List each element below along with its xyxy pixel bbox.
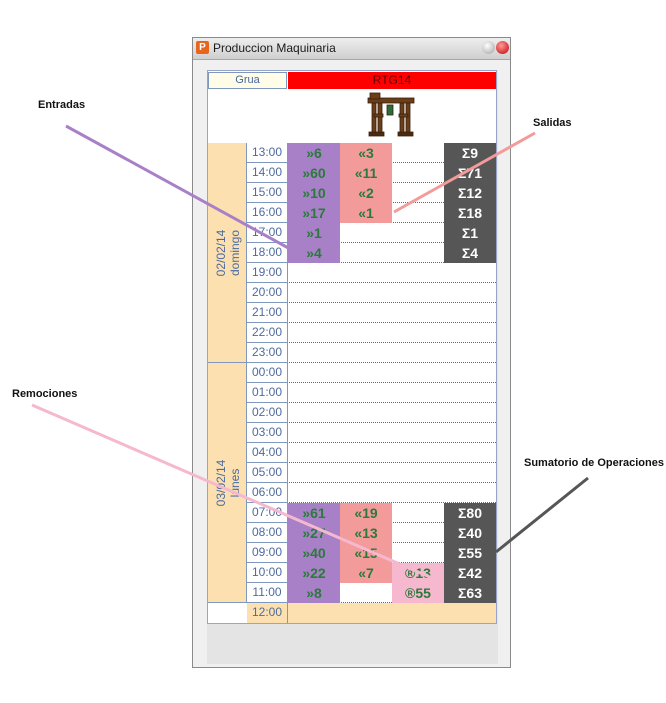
hour-label: 10:00: [247, 563, 288, 583]
salidas-cell[interactable]: «1: [340, 203, 392, 223]
row-separator: [289, 222, 496, 223]
close-button[interactable]: [496, 41, 509, 54]
hour-label: 15:00: [247, 183, 288, 203]
entradas-cell[interactable]: »1: [288, 223, 340, 243]
row-separator: [289, 262, 496, 263]
crane-icon: [367, 92, 415, 137]
salidas-cell[interactable]: «3: [340, 143, 392, 163]
callout-salidas: Salidas: [533, 117, 572, 129]
hour-label: 05:00: [247, 463, 288, 483]
row-separator: [289, 422, 496, 423]
hour-label: 06:00: [247, 483, 288, 503]
hour-label: 17:00: [247, 223, 288, 243]
bottom-strip: [288, 603, 496, 623]
entradas-cell[interactable]: »6: [288, 143, 340, 163]
entradas-cell[interactable]: »60: [288, 163, 340, 183]
hour-label: 01:00: [247, 383, 288, 403]
hour-label: 08:00: [247, 523, 288, 543]
salidas-cell[interactable]: «13: [340, 523, 392, 543]
row-separator: [289, 162, 496, 163]
row-separator: [289, 442, 496, 443]
sumatorio-cell[interactable]: Σ42: [444, 563, 496, 583]
hour-label: 12:00: [247, 603, 288, 623]
sumatorio-cell[interactable]: Σ9: [444, 143, 496, 163]
row-separator: [289, 242, 496, 243]
entradas-cell[interactable]: »22: [288, 563, 340, 583]
sumatorio-cell[interactable]: Σ18: [444, 203, 496, 223]
hour-label: 09:00: [247, 543, 288, 563]
entradas-cell[interactable]: »4: [288, 243, 340, 263]
row-separator: [289, 202, 496, 203]
callout-line-remociones: [31, 403, 433, 580]
callout-line-sumatorio: [495, 476, 589, 554]
row-separator: [289, 302, 496, 303]
row-separator: [289, 182, 496, 183]
title-bar[interactable]: P Produccion Maquinaria: [193, 38, 510, 60]
hour-label: 02:00: [247, 403, 288, 423]
grua-header: Grua: [208, 72, 287, 89]
sumatorio-cell[interactable]: Σ4: [444, 243, 496, 263]
sumatorio-cell[interactable]: Σ12: [444, 183, 496, 203]
salidas-cell[interactable]: «19: [340, 503, 392, 523]
minimize-button[interactable]: [482, 41, 495, 54]
callout-remociones: Remociones: [12, 388, 78, 400]
callout-line-salidas: [393, 131, 536, 214]
hour-label: 23:00: [247, 343, 288, 363]
hour-label: 16:00: [247, 203, 288, 223]
row-separator: [289, 402, 496, 403]
row-separator: [289, 522, 496, 523]
sumatorio-cell[interactable]: Σ80: [444, 503, 496, 523]
row-separator: [289, 282, 496, 283]
hour-label: 00:00: [247, 363, 288, 383]
hour-label: 22:00: [247, 323, 288, 343]
app-icon: P: [196, 41, 209, 54]
entradas-cell[interactable]: »27: [288, 523, 340, 543]
hour-label: 11:00: [247, 583, 288, 603]
hour-label: 13:00: [247, 143, 288, 163]
sumatorio-cell[interactable]: Σ63: [444, 583, 496, 603]
window-title: Produccion Maquinaria: [213, 41, 336, 55]
row-separator: [289, 542, 496, 543]
callout-line-entradas: [65, 124, 293, 252]
entradas-cell[interactable]: »8: [288, 583, 340, 603]
salidas-cell[interactable]: «11: [340, 163, 392, 183]
sumatorio-cell[interactable]: Σ55: [444, 543, 496, 563]
entradas-cell[interactable]: »40: [288, 543, 340, 563]
row-separator: [289, 462, 496, 463]
sumatorio-cell[interactable]: Σ40: [444, 523, 496, 543]
callout-entradas: Entradas: [38, 99, 86, 111]
hour-label: 20:00: [247, 283, 288, 303]
row-separator: [289, 502, 496, 503]
remociones-cell[interactable]: ®55: [392, 583, 444, 603]
salidas-cell[interactable]: «15: [340, 543, 392, 563]
row-separator: [289, 342, 496, 343]
entradas-cell[interactable]: »61: [288, 503, 340, 523]
machine-header[interactable]: RTG14: [288, 72, 496, 89]
hour-label: 04:00: [247, 443, 288, 463]
hour-label: 18:00: [247, 243, 288, 263]
entradas-cell[interactable]: »10: [288, 183, 340, 203]
hour-label: 19:00: [247, 263, 288, 283]
hour-label: 14:00: [247, 163, 288, 183]
salidas-cell[interactable]: «2: [340, 183, 392, 203]
salidas-cell[interactable]: «7: [340, 563, 392, 583]
hour-label: 21:00: [247, 303, 288, 323]
sumatorio-cell[interactable]: Σ1: [444, 223, 496, 243]
hour-label: 03:00: [247, 423, 288, 443]
entradas-cell[interactable]: »17: [288, 203, 340, 223]
row-separator: [289, 482, 496, 483]
row-separator: [289, 382, 496, 383]
callout-sumatorio: Sumatorio de Operaciones: [524, 457, 664, 469]
row-separator: [289, 362, 496, 363]
row-separator: [289, 322, 496, 323]
